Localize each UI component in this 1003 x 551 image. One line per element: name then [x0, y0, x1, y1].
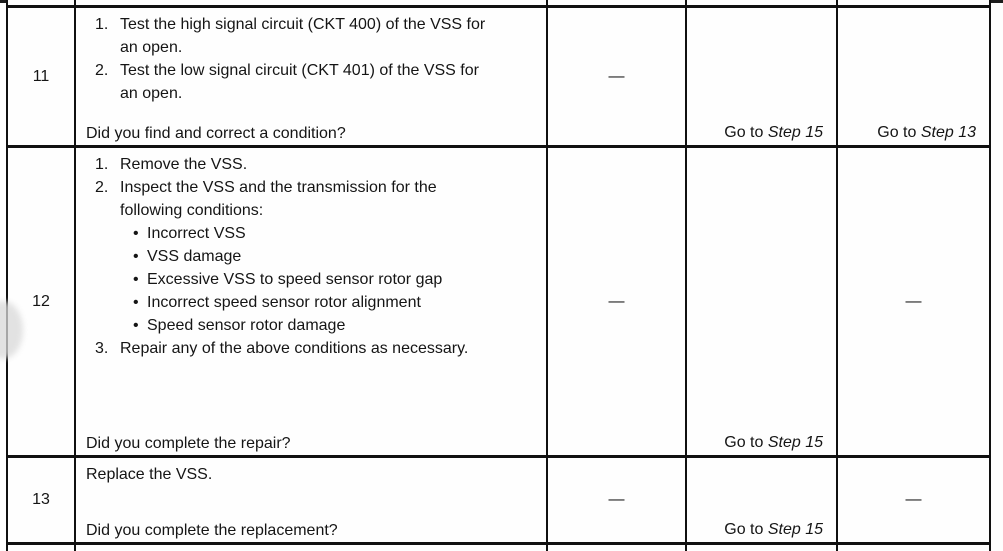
goto-prefix: Go to: [724, 124, 768, 141]
action-line-text: following conditions:: [120, 202, 264, 219]
action-line: 1. Test the high signal circuit (CKT 400)…: [86, 13, 540, 36]
goto-prefix: Go to: [724, 434, 768, 451]
yes-cell: Go to Step 15: [687, 458, 838, 542]
step-cell: 11: [6, 8, 76, 145]
action-line: • Incorrect VSS: [86, 222, 540, 245]
action-line: 1. Remove the VSS.: [86, 153, 540, 176]
action-cell: 1. Remove the VSS. 2. Inspect the VSS and t…: [76, 148, 548, 455]
action-line-text: Incorrect speed sensor rotor alignment: [147, 294, 421, 311]
action-line-text: Incorrect VSS: [147, 225, 246, 242]
sliver-cell: [76, 0, 548, 5]
goto-prefix: Go to: [877, 124, 921, 141]
diagnostic-table: 11 1. Test the high signal circuit (CKT 40…: [6, 0, 991, 551]
table-row-step-13: 13 Replace the VSS. Did you complete the r…: [6, 458, 991, 545]
list-number-marker: 1.: [95, 156, 109, 173]
action-line-text: Test the high signal circuit (CKT 400) o…: [120, 16, 486, 33]
goto-step-ref: Step 13: [920, 124, 976, 141]
table-row-step-12: 12 1. Remove the VSS. 2. Inspect the VSS and…: [6, 148, 991, 458]
value-dash: —: [905, 491, 922, 508]
value-dash: —: [905, 292, 922, 310]
bullet-icon: •: [133, 225, 139, 242]
sliver-cell: [6, 545, 76, 551]
action-line-text: VSS damage: [147, 248, 242, 265]
sliver-cell: [838, 545, 991, 551]
value-cell: —: [548, 148, 687, 455]
step-cell: 13: [6, 458, 76, 542]
goto-text: Go to Step 13: [877, 123, 976, 142]
step-number: 13: [32, 491, 50, 508]
goto-text: Go to Step 15: [724, 433, 823, 452]
step-cell: 12: [6, 148, 76, 455]
action-line-text: Excessive VSS to speed sensor rotor gap: [147, 271, 443, 288]
action-line: following conditions:: [86, 199, 540, 222]
goto-prefix: Go to: [724, 521, 768, 538]
sliver-cell: [6, 0, 76, 5]
list-number-marker: 2.: [95, 179, 109, 196]
goto-step-ref: Step 15: [767, 124, 823, 141]
goto-text: Go to Step 15: [724, 123, 823, 142]
bullet-icon: •: [133, 294, 139, 311]
bullet-icon: •: [133, 271, 139, 288]
action-line: an open.: [86, 36, 540, 59]
scan-artifact-blob: [0, 301, 23, 359]
no-cell: Go to Step 13: [838, 8, 991, 145]
action-line-text: Remove the VSS.: [120, 156, 248, 173]
no-cell: —: [838, 458, 991, 542]
yes-cell: Go to Step 15: [687, 8, 838, 145]
list-number-marker: 3.: [95, 340, 109, 357]
question-text: Did you complete the replacement?: [86, 522, 338, 539]
sliver-cell: [548, 0, 687, 5]
action-line: an open.: [86, 82, 540, 105]
table-row-step-11: 11 1. Test the high signal circuit (CKT 40…: [6, 8, 991, 148]
action-line-text: an open.: [120, 85, 183, 102]
action-line: 3. Repair any of the above conditions as …: [86, 337, 540, 360]
action-line: • Excessive VSS to speed sensor rotor gap: [86, 268, 540, 291]
action-line-text: Repair any of the above conditions as ne…: [120, 340, 469, 357]
action-line: 2. Inspect the VSS and the transmission f…: [86, 176, 540, 199]
question-text: Did you find and correct a condition?: [86, 125, 346, 142]
action-line: Replace the VSS.: [86, 463, 540, 486]
next-row-sliver: [6, 545, 991, 551]
action-cell: 1. Test the high signal circuit (CKT 400)…: [76, 8, 548, 145]
goto-step-ref: Step 15: [767, 434, 823, 451]
action-line-text: Speed sensor rotor damage: [147, 317, 346, 334]
sliver-cell: [838, 0, 991, 5]
step-number: 11: [32, 67, 50, 85]
bullet-icon: •: [133, 317, 139, 334]
value-dash: —: [608, 292, 625, 310]
sliver-cell: [687, 545, 838, 551]
value-cell: —: [548, 458, 687, 542]
step-number: 12: [32, 292, 50, 310]
goto-step-ref: Step 15: [767, 521, 823, 538]
sliver-cell: [76, 545, 548, 551]
sliver-cell: [687, 0, 838, 5]
list-number-marker: 2.: [95, 62, 109, 79]
action-line: • Speed sensor rotor damage: [86, 314, 540, 337]
question-text: Did you complete the repair?: [86, 435, 291, 452]
action-line: • Incorrect speed sensor rotor alignment: [86, 291, 540, 314]
value-dash: —: [608, 67, 625, 85]
action-line-text: Inspect the VSS and the transmission for…: [120, 179, 437, 196]
previous-row-sliver: [6, 0, 991, 8]
list-number-marker: 1.: [95, 16, 109, 33]
value-dash: —: [608, 491, 625, 508]
action-cell: Replace the VSS. Did you complete the rep…: [76, 458, 548, 542]
action-line-text: Replace the VSS.: [86, 466, 213, 483]
no-cell: —: [838, 148, 991, 455]
bullet-icon: •: [133, 248, 139, 265]
sliver-cell: [548, 545, 687, 551]
action-line: 2. Test the low signal circuit (CKT 401) …: [86, 59, 540, 82]
goto-text: Go to Step 15: [724, 520, 823, 539]
value-cell: —: [548, 8, 687, 145]
yes-cell: Go to Step 15: [687, 148, 838, 455]
action-line-text: Test the low signal circuit (CKT 401) of…: [120, 62, 479, 79]
action-line: • VSS damage: [86, 245, 540, 268]
action-line-text: an open.: [120, 39, 183, 56]
